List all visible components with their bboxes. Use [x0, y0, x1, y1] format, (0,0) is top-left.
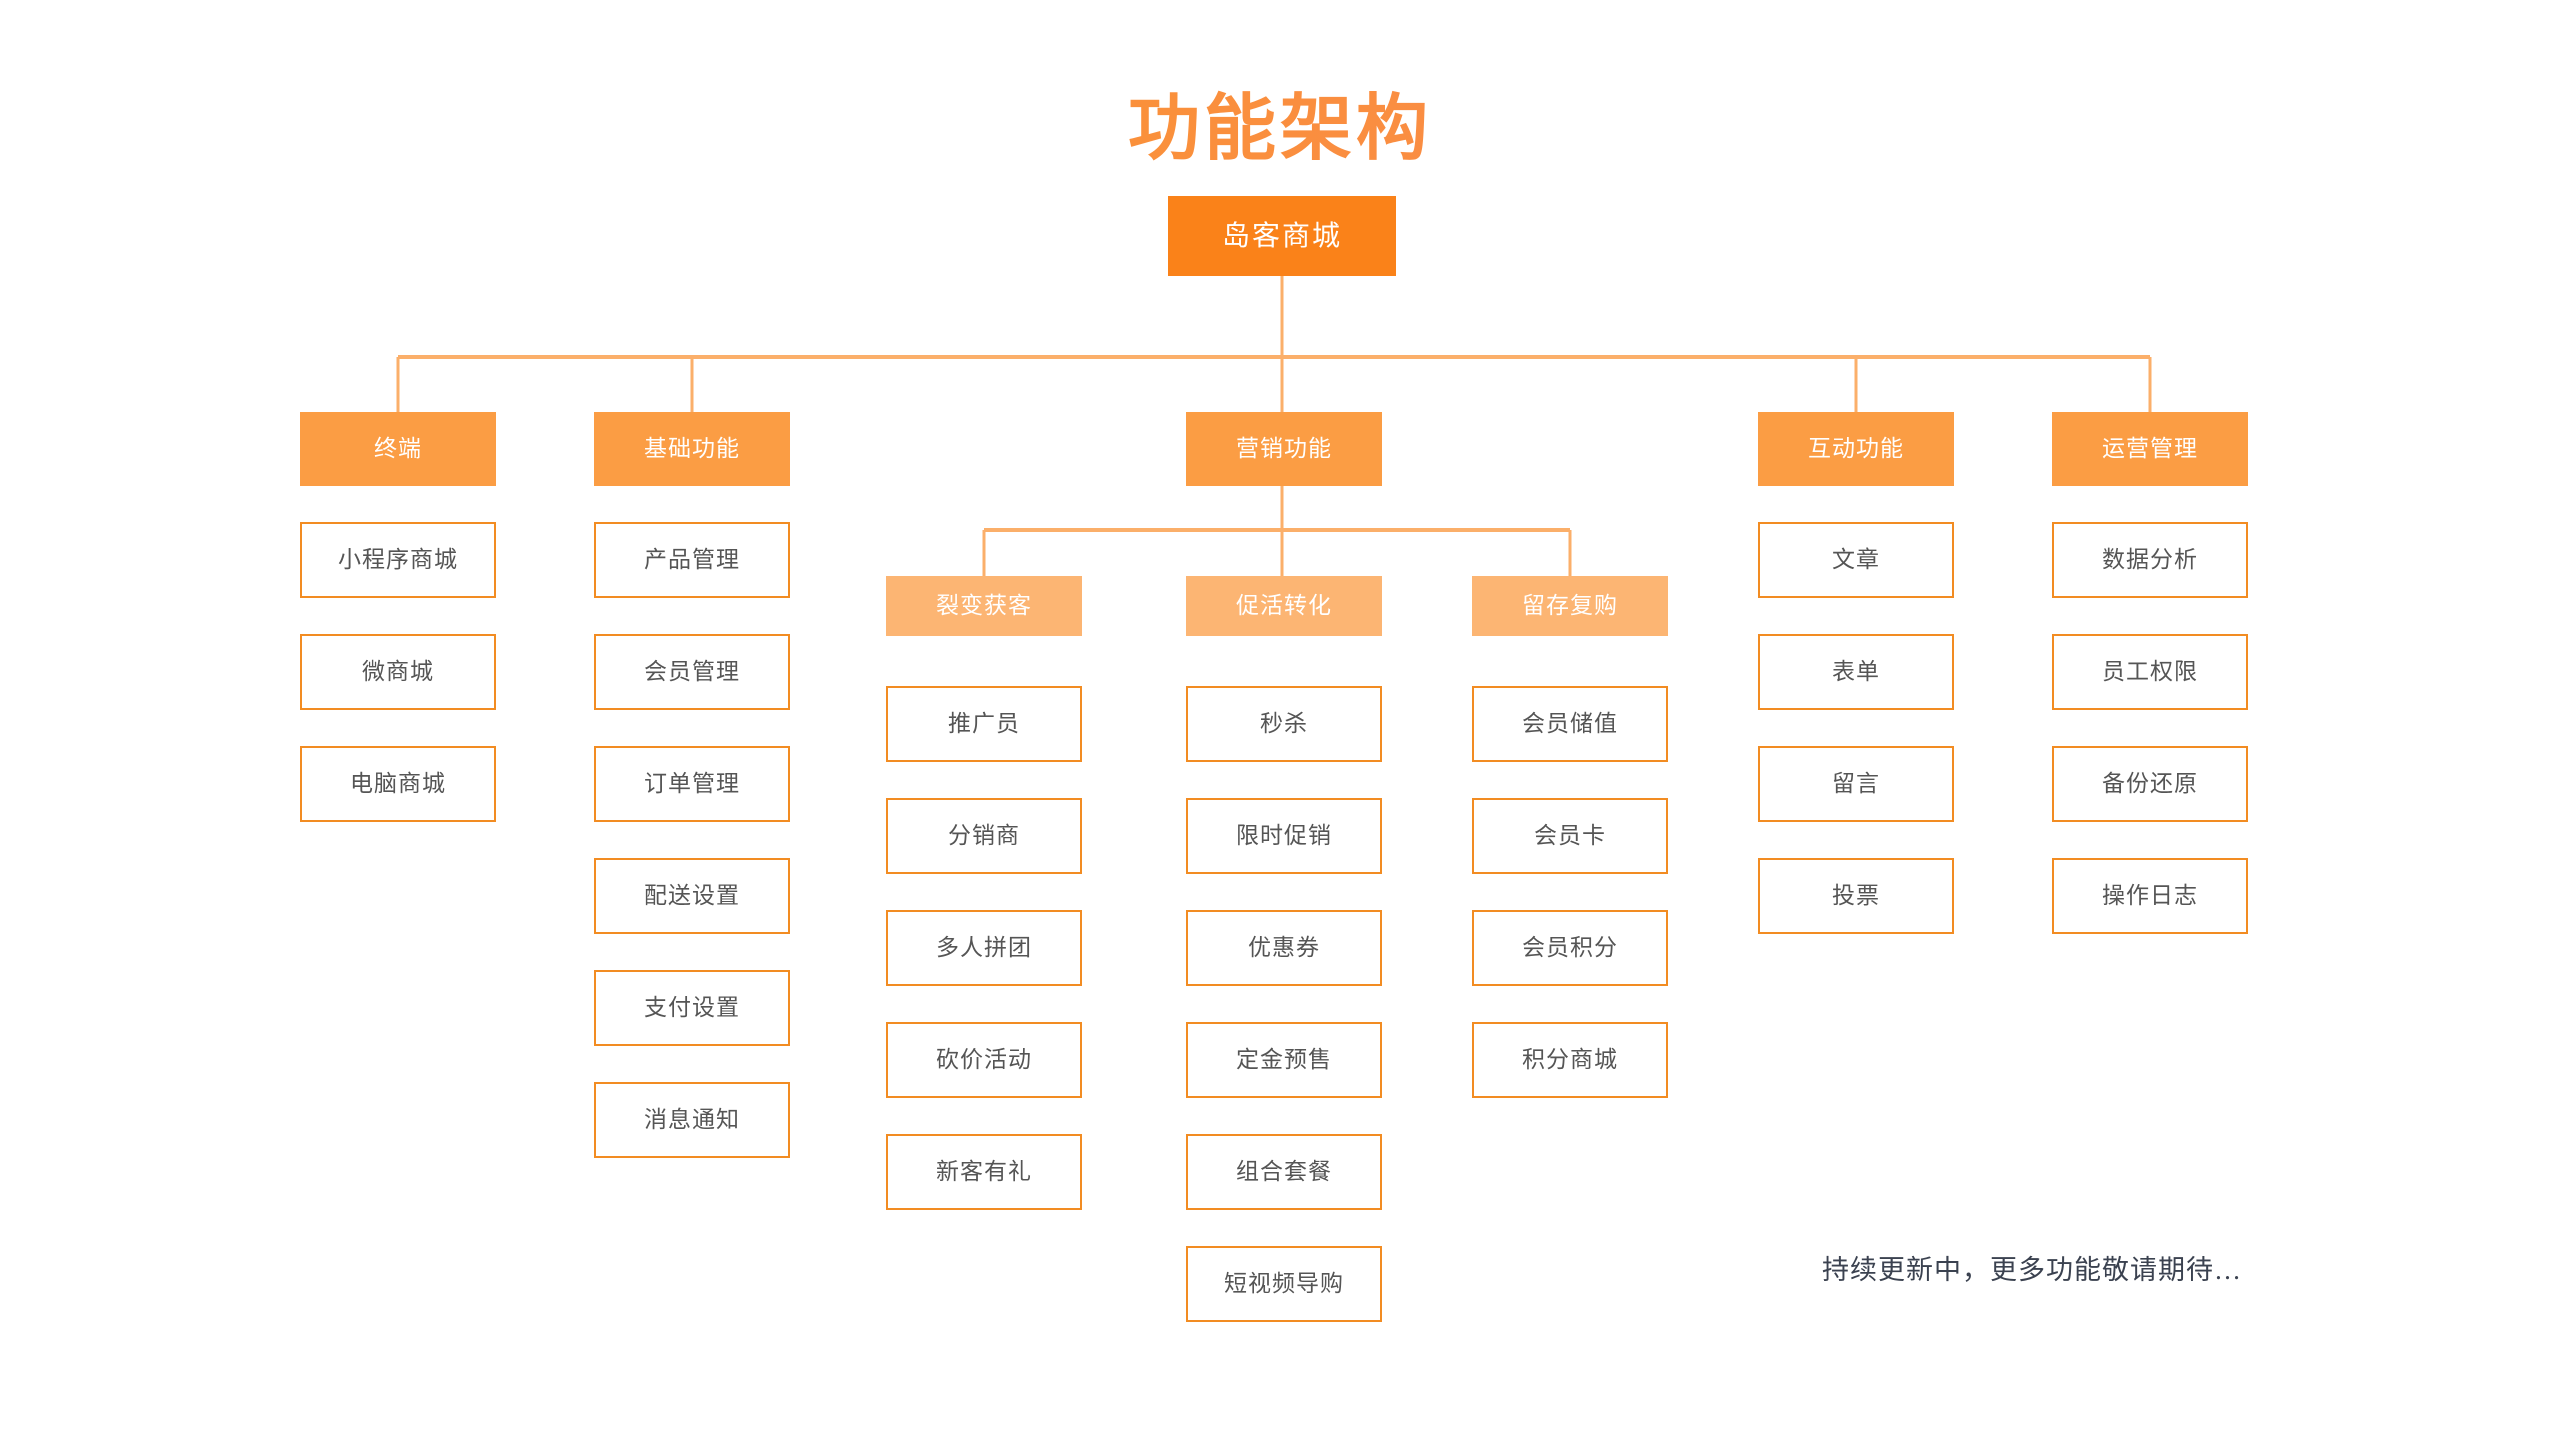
- node-leaf-operations-2[interactable]: 员工权限: [2052, 634, 2248, 710]
- node-label: 营销功能: [1236, 435, 1332, 462]
- node-label: 留存复购: [1522, 592, 1618, 619]
- node-label: 产品管理: [644, 546, 740, 573]
- node-label: 秒杀: [1260, 710, 1308, 737]
- node-subgroup-fission[interactable]: 裂变获客: [886, 576, 1082, 636]
- node-leaf-operations-4[interactable]: 操作日志: [2052, 858, 2248, 934]
- node-label: 数据分析: [2102, 546, 2198, 573]
- node-label: 操作日志: [2102, 882, 2198, 909]
- node-leaf-activation-3[interactable]: 优惠券: [1186, 910, 1382, 986]
- node-label: 运营管理: [2102, 435, 2198, 462]
- node-leaf-basic-3[interactable]: 订单管理: [594, 746, 790, 822]
- node-leaf-activation-1[interactable]: 秒杀: [1186, 686, 1382, 762]
- node-leaf-activation-5[interactable]: 组合套餐: [1186, 1134, 1382, 1210]
- node-label: 备份还原: [2102, 770, 2198, 797]
- node-label: 会员积分: [1522, 934, 1618, 961]
- node-label: 定金预售: [1236, 1046, 1332, 1073]
- node-leaf-interaction-4[interactable]: 投票: [1758, 858, 1954, 934]
- node-leaf-basic-6[interactable]: 消息通知: [594, 1082, 790, 1158]
- node-label: 投票: [1832, 882, 1880, 909]
- node-label: 会员储值: [1522, 710, 1618, 737]
- node-label: 多人拼团: [936, 934, 1032, 961]
- node-leaf-interaction-3[interactable]: 留言: [1758, 746, 1954, 822]
- node-label: 文章: [1832, 546, 1880, 573]
- node-leaf-terminal-3[interactable]: 电脑商城: [300, 746, 496, 822]
- node-leaf-interaction-1[interactable]: 文章: [1758, 522, 1954, 598]
- page-title: 功能架构: [0, 90, 2560, 169]
- node-branch-basic[interactable]: 基础功能: [594, 412, 790, 486]
- node-label: 配送设置: [644, 882, 740, 909]
- node-branch-terminal[interactable]: 终端: [300, 412, 496, 486]
- node-leaf-basic-5[interactable]: 支付设置: [594, 970, 790, 1046]
- node-label: 电脑商城: [350, 770, 446, 797]
- node-branch-operations[interactable]: 运营管理: [2052, 412, 2248, 486]
- node-label: 促活转化: [1236, 592, 1332, 619]
- node-leaf-basic-4[interactable]: 配送设置: [594, 858, 790, 934]
- node-label: 优惠券: [1248, 934, 1320, 961]
- node-subgroup-activation[interactable]: 促活转化: [1186, 576, 1382, 636]
- node-leaf-fission-5[interactable]: 新客有礼: [886, 1134, 1082, 1210]
- node-label: 组合套餐: [1236, 1158, 1332, 1185]
- node-label: 岛客商城: [1221, 220, 1342, 252]
- node-leaf-activation-4[interactable]: 定金预售: [1186, 1022, 1382, 1098]
- node-label: 订单管理: [644, 770, 740, 797]
- node-leaf-activation-2[interactable]: 限时促销: [1186, 798, 1382, 874]
- node-label: 微商城: [362, 658, 434, 685]
- node-label: 裂变获客: [936, 592, 1032, 619]
- node-leaf-basic-2[interactable]: 会员管理: [594, 634, 790, 710]
- node-leaf-operations-1[interactable]: 数据分析: [2052, 522, 2248, 598]
- node-label: 短视频导购: [1224, 1270, 1344, 1297]
- node-leaf-retention-2[interactable]: 会员卡: [1472, 798, 1668, 874]
- node-label: 砍价活动: [936, 1046, 1032, 1073]
- node-leaf-retention-3[interactable]: 会员积分: [1472, 910, 1668, 986]
- node-label: 分销商: [948, 822, 1020, 849]
- node-label: 留言: [1832, 770, 1880, 797]
- node-label: 推广员: [948, 710, 1020, 737]
- node-leaf-fission-4[interactable]: 砍价活动: [886, 1022, 1082, 1098]
- node-leaf-terminal-1[interactable]: 小程序商城: [300, 522, 496, 598]
- node-leaf-activation-6[interactable]: 短视频导购: [1186, 1246, 1382, 1322]
- node-leaf-retention-1[interactable]: 会员储值: [1472, 686, 1668, 762]
- node-label: 会员管理: [644, 658, 740, 685]
- node-label: 消息通知: [644, 1106, 740, 1133]
- node-root-root[interactable]: 岛客商城: [1168, 196, 1396, 276]
- node-label: 终端: [374, 435, 422, 462]
- node-leaf-fission-2[interactable]: 分销商: [886, 798, 1082, 874]
- node-label: 积分商城: [1522, 1046, 1618, 1073]
- node-branch-marketing[interactable]: 营销功能: [1186, 412, 1382, 486]
- node-label: 员工权限: [2102, 658, 2198, 685]
- footer-note: 持续更新中，更多功能敬请期待…: [1822, 1255, 2242, 1285]
- node-label: 支付设置: [644, 994, 740, 1021]
- node-label: 表单: [1832, 658, 1880, 685]
- node-label: 新客有礼: [936, 1158, 1032, 1185]
- node-label: 会员卡: [1534, 822, 1606, 849]
- node-label: 基础功能: [644, 435, 740, 462]
- node-subgroup-retention[interactable]: 留存复购: [1472, 576, 1668, 636]
- node-label: 小程序商城: [338, 546, 458, 573]
- node-leaf-interaction-2[interactable]: 表单: [1758, 634, 1954, 710]
- node-leaf-operations-3[interactable]: 备份还原: [2052, 746, 2248, 822]
- node-leaf-basic-1[interactable]: 产品管理: [594, 522, 790, 598]
- node-label: 限时促销: [1236, 822, 1332, 849]
- node-leaf-terminal-2[interactable]: 微商城: [300, 634, 496, 710]
- node-leaf-fission-3[interactable]: 多人拼团: [886, 910, 1082, 986]
- node-label: 互动功能: [1808, 435, 1904, 462]
- node-leaf-retention-4[interactable]: 积分商城: [1472, 1022, 1668, 1098]
- node-leaf-fission-1[interactable]: 推广员: [886, 686, 1082, 762]
- node-branch-interaction[interactable]: 互动功能: [1758, 412, 1954, 486]
